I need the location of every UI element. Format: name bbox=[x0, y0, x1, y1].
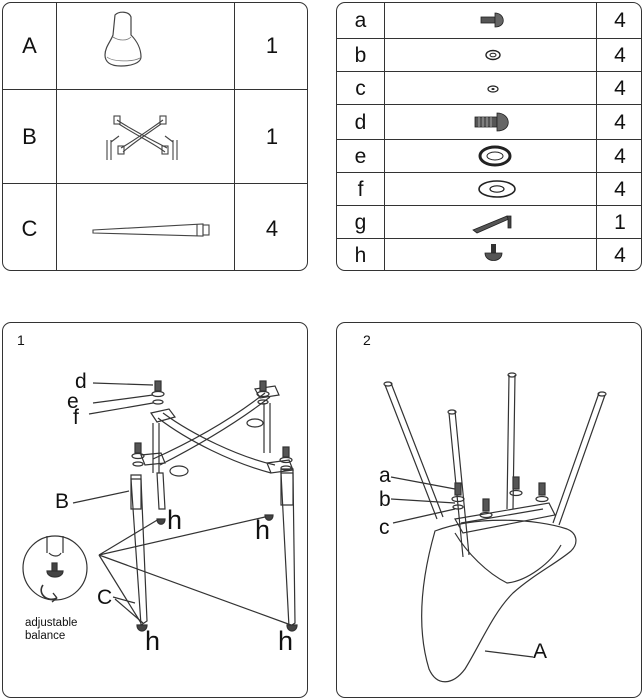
button-head-bolt-icon bbox=[385, 3, 596, 38]
tapered-leg-icon bbox=[57, 184, 234, 273]
adjustable-balance-note: adjustable balance bbox=[25, 617, 77, 643]
hardware-label-h: h bbox=[167, 505, 183, 535]
hardware-list-panel: a 4 b 4 c bbox=[336, 2, 642, 271]
assembly-step-1-panel: 1 bbox=[2, 322, 308, 698]
hardware-letter: h bbox=[354, 244, 367, 267]
column-divider bbox=[596, 3, 597, 270]
hardware-letter: b bbox=[354, 43, 367, 67]
hardware-row-e: e 4 bbox=[337, 139, 641, 172]
leg-frame-icon bbox=[57, 90, 234, 184]
assembly-step-2-panel: 2 bbox=[336, 322, 642, 698]
part-quantity: 1 bbox=[265, 33, 279, 58]
flat-washer-icon bbox=[385, 173, 596, 206]
hardware-label-a: a bbox=[379, 464, 391, 487]
hardware-row-g: g 1 bbox=[337, 205, 641, 238]
leg-frame-assembly-illustration bbox=[22, 380, 298, 632]
column-divider bbox=[384, 3, 385, 270]
step-number: 2 bbox=[363, 332, 371, 348]
parts-list-table: A 1 B bbox=[3, 3, 307, 270]
hardware-label-h: h bbox=[145, 626, 161, 656]
part-letter: C bbox=[21, 215, 38, 241]
small-washer-icon bbox=[385, 39, 596, 72]
parts-list-panel: A 1 B bbox=[2, 2, 308, 271]
part-quantity: 1 bbox=[265, 124, 279, 149]
hardware-row-h: h 4 bbox=[337, 238, 641, 272]
spring-washer-icon bbox=[385, 140, 596, 173]
glide-foot-icon bbox=[385, 239, 596, 273]
hardware-quantity: 1 bbox=[614, 210, 626, 234]
column-divider bbox=[56, 3, 57, 270]
hardware-quantity: 4 bbox=[614, 244, 626, 267]
hardware-letter: c bbox=[355, 76, 366, 100]
hardware-quantity: 4 bbox=[614, 8, 626, 32]
part-label-b: B bbox=[55, 490, 70, 513]
hardware-label-b: b bbox=[379, 488, 391, 511]
parts-row-b: B bbox=[3, 89, 307, 183]
hardware-row-b: b 4 bbox=[337, 38, 641, 71]
hardware-row-a: a 4 bbox=[337, 3, 641, 38]
seat-attachment-illustration bbox=[383, 372, 607, 683]
parts-row-a: A 1 bbox=[3, 3, 307, 89]
hardware-letter: g bbox=[354, 210, 367, 234]
hardware-quantity: 4 bbox=[614, 43, 626, 67]
parts-row-c: C 4 bbox=[3, 183, 307, 272]
hardware-letter: f bbox=[357, 177, 364, 201]
hardware-letter: d bbox=[354, 110, 367, 134]
hardware-quantity: 4 bbox=[614, 144, 626, 168]
part-label-c: C bbox=[97, 586, 113, 609]
step-number: 1 bbox=[17, 332, 25, 348]
hardware-row-d: d 4 bbox=[337, 104, 641, 139]
hardware-label-h: h bbox=[278, 626, 294, 656]
hardware-quantity: 4 bbox=[614, 110, 626, 134]
allen-key-icon bbox=[385, 206, 596, 239]
hardware-list-table: a 4 b 4 c bbox=[337, 3, 641, 270]
hardware-letter: e bbox=[354, 144, 367, 168]
hardware-label-e: e bbox=[67, 390, 79, 413]
hardware-letter: a bbox=[354, 8, 367, 32]
hardware-label-c: c bbox=[379, 516, 390, 539]
hardware-quantity: 4 bbox=[614, 76, 626, 100]
hardware-row-f: f 4 bbox=[337, 172, 641, 205]
hardware-label-d: d bbox=[75, 370, 87, 393]
column-divider bbox=[234, 3, 235, 270]
part-letter: B bbox=[22, 124, 37, 149]
long-bolt-icon bbox=[385, 105, 596, 140]
hardware-label-h: h bbox=[255, 515, 271, 545]
note-line: adjustable bbox=[25, 617, 78, 629]
hardware-row-c: c 4 bbox=[337, 71, 641, 104]
part-quantity: 4 bbox=[265, 215, 279, 241]
note-line: balance bbox=[25, 630, 66, 642]
seat-shell-icon bbox=[57, 3, 234, 89]
part-label-a: A bbox=[533, 640, 548, 663]
hardware-quantity: 4 bbox=[614, 177, 626, 201]
tiny-washer-icon bbox=[385, 72, 596, 105]
part-letter: A bbox=[22, 33, 37, 58]
hardware-label-f: f bbox=[73, 406, 79, 429]
